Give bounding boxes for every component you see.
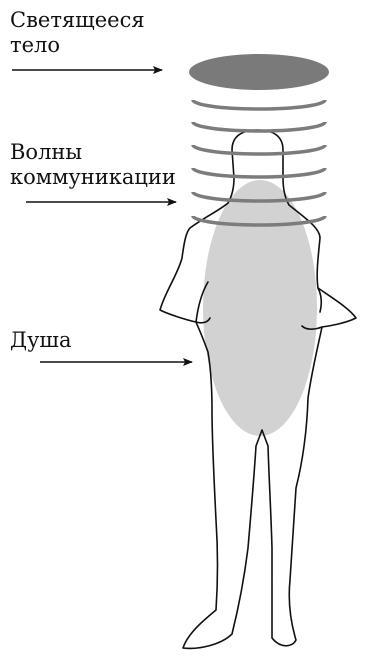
wave-ring-2 bbox=[193, 122, 325, 131]
soul-ellipse bbox=[203, 180, 317, 436]
label-luminous-body-line-2: тело bbox=[10, 33, 145, 58]
label-soul: Душа bbox=[10, 328, 71, 353]
wave-ring-3 bbox=[193, 145, 325, 154]
label-luminous-body-line-1: Светящееся bbox=[10, 8, 145, 33]
label-communication-waves-line-1: Волны bbox=[10, 140, 176, 165]
arrows bbox=[12, 70, 192, 362]
label-soul-text: Душа bbox=[10, 328, 71, 353]
left-inner-arm-line bbox=[318, 288, 321, 312]
luminous-body-ellipse bbox=[189, 54, 329, 90]
wave-ring-4 bbox=[193, 168, 325, 177]
label-luminous-body: Светящееся тело bbox=[10, 8, 145, 58]
wave-ring-1 bbox=[193, 100, 325, 109]
label-communication-waves: Волны коммуникации bbox=[10, 140, 176, 190]
label-communication-waves-line-2: коммуникации bbox=[10, 165, 176, 190]
